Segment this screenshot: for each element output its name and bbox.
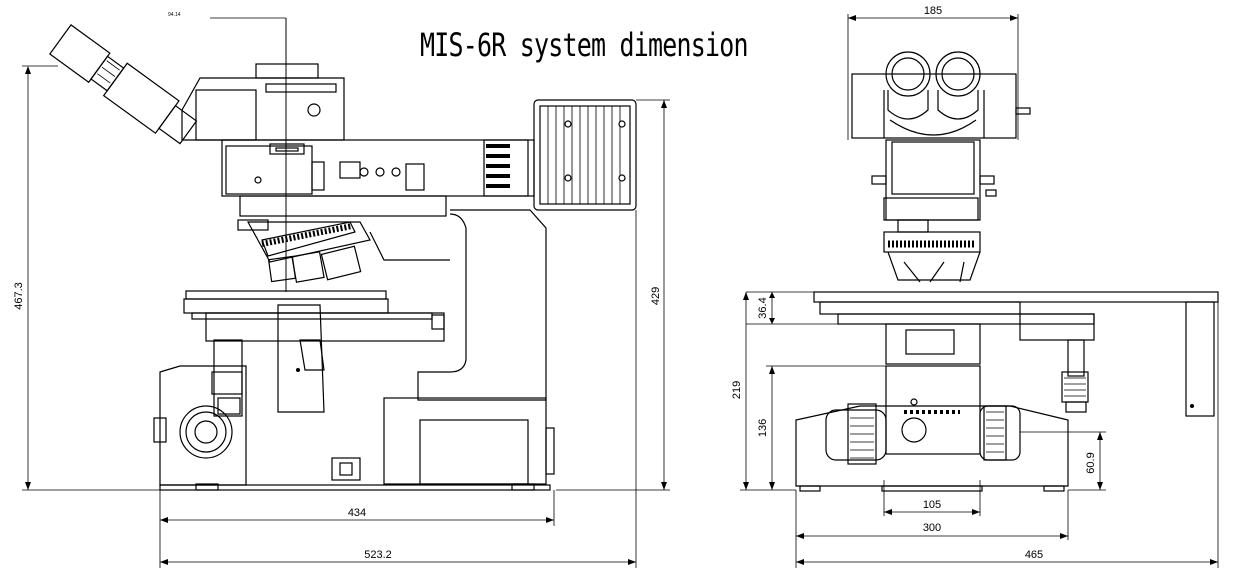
dim-total-width: 465	[1025, 549, 1043, 561]
dim-total-height: 467.3	[13, 282, 25, 310]
page-title: MIS-6R system dimension	[420, 26, 748, 64]
side-view-microscope: 94.14	[49, 12, 637, 491]
dim-stage-to-lamp-height: 429	[650, 287, 662, 305]
dim-focus-height: 136	[757, 419, 769, 437]
dim-base-depth: 434	[348, 507, 366, 519]
side-view-dimensions: 467.3 429 434 523.2	[13, 65, 670, 568]
dim-total-depth: 523.2	[364, 549, 392, 561]
dim-eyepiece-width: 185	[924, 5, 942, 17]
front-view-dimensions: 185 36.4 219 136 60.9 105 300	[731, 5, 1219, 568]
svg-text:94.14: 94.14	[168, 12, 181, 18]
front-view-microscope	[795, 51, 1219, 492]
dim-inner-width: 105	[923, 499, 941, 511]
dim-stage-thickness: 36.4	[757, 297, 769, 318]
dim-knob-height: 60.9	[1085, 452, 1097, 473]
dim-stage-height: 219	[731, 381, 743, 399]
dim-base-width: 300	[923, 522, 941, 534]
